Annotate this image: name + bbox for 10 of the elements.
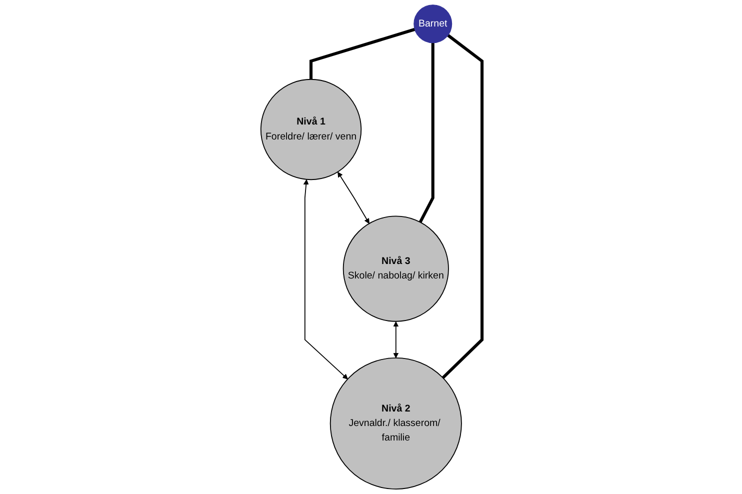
arrow	[392, 321, 398, 358]
connector	[309, 28, 415, 80]
node-circle: Nivå 3 Skole/ nabolag/ kirken	[342, 216, 448, 322]
arrow	[337, 172, 369, 224]
connector	[441, 34, 484, 379]
node-circle: Nivå 2 Jevnaldr./ klasserom/ familie	[329, 358, 462, 490]
node-circle: Nivå 1 Foreldre/ lærer/ venn	[260, 78, 362, 180]
arrow	[302, 179, 348, 380]
connector	[418, 42, 434, 223]
node-circle: Barnet	[413, 4, 452, 44]
